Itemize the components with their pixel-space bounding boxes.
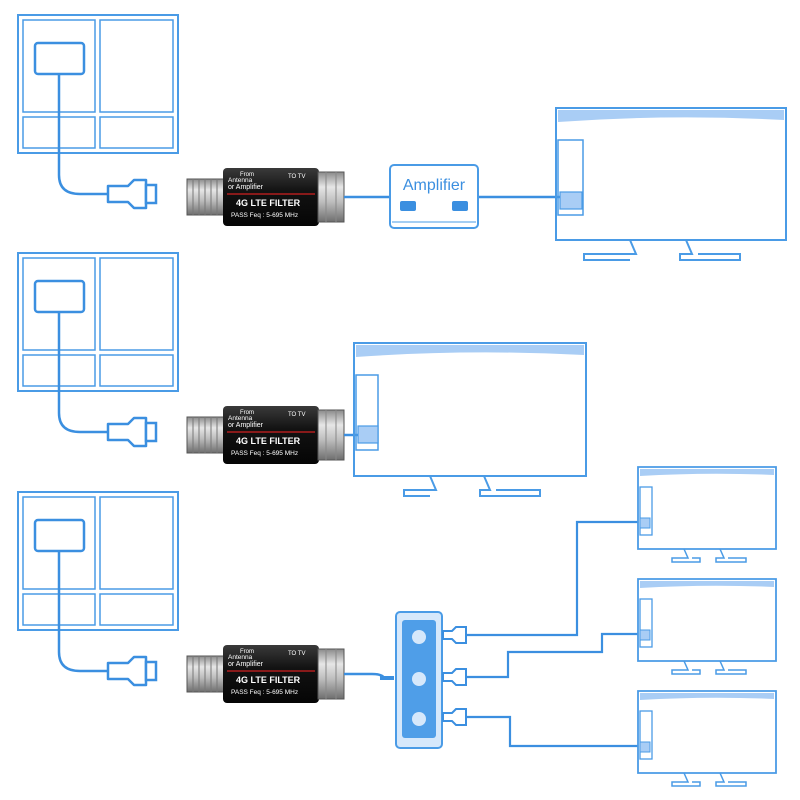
splitter-output-plugs — [442, 626, 467, 726]
lte-filter: From Antenna or Amplifier TO TV 4G LTE F… — [186, 168, 345, 226]
filter-or-amplifier-label: or Amplifier — [228, 661, 264, 668]
lte-filter: From Antenna or Amplifier TO TV 4G LTE F… — [186, 406, 345, 464]
antenna-cable-plug-icon — [57, 549, 158, 687]
filter-title: 4G LTE FILTER — [236, 198, 301, 208]
filter-pass-label: PASS Feq : 5-695 MHz — [231, 689, 298, 696]
cable — [466, 520, 638, 637]
filter-from-label: From — [240, 172, 254, 178]
filter-antenna-label: Antenna — [228, 654, 253, 661]
filter-pass-label: PASS Feq : 5-695 MHz — [231, 450, 298, 457]
scenario-filter-direct-to-tv: From Antenna or Amplifier TO TV 4G LTE F… — [16, 251, 587, 497]
antenna-cable-plug-icon — [57, 72, 158, 210]
tv-icon — [555, 107, 787, 261]
scenario-filter-with-splitter: From Antenna or Amplifier TO TV 4G LTE F… — [16, 466, 777, 787]
window-with-antenna-icon — [16, 13, 180, 155]
amplifier-output-port-icon — [452, 201, 468, 211]
splitter-icon — [395, 611, 443, 749]
cable — [344, 672, 386, 679]
filter-antenna-label: Antenna — [228, 415, 253, 422]
tv-icon — [637, 578, 777, 675]
filter-antenna-label: Antenna — [228, 177, 253, 184]
amplifier-label: Amplifier — [403, 177, 466, 194]
tv-icon — [637, 690, 777, 787]
filter-or-amplifier-label: or Amplifier — [228, 184, 264, 191]
filter-title: 4G LTE FILTER — [236, 675, 301, 685]
filter-from-label: From — [240, 410, 254, 416]
cable — [466, 715, 638, 748]
filter-pass-label: PASS Feq : 5-695 MHz — [231, 212, 298, 219]
tv-icon — [353, 342, 587, 497]
amplifier-box: Amplifier — [389, 164, 479, 229]
filter-to-tv-label: TO TV — [288, 651, 305, 657]
filter-or-amplifier-label: or Amplifier — [228, 422, 264, 429]
cable — [466, 632, 638, 679]
filter-to-tv-label: TO TV — [288, 412, 305, 418]
scenario-filter-with-amplifier: From Antenna or Amplifier TO TV 4G LTE F… — [16, 13, 787, 261]
filter-title: 4G LTE FILTER — [236, 436, 301, 446]
filter-to-tv-label: TO TV — [288, 174, 305, 180]
tv-icon — [637, 466, 777, 563]
window-with-antenna-icon — [16, 490, 180, 632]
window-with-antenna-icon — [16, 251, 180, 393]
lte-filter: From Antenna or Amplifier TO TV 4G LTE F… — [186, 645, 345, 703]
amplifier-input-port-icon — [400, 201, 416, 211]
filter-from-label: From — [240, 649, 254, 655]
antenna-cable-plug-icon — [57, 310, 158, 448]
